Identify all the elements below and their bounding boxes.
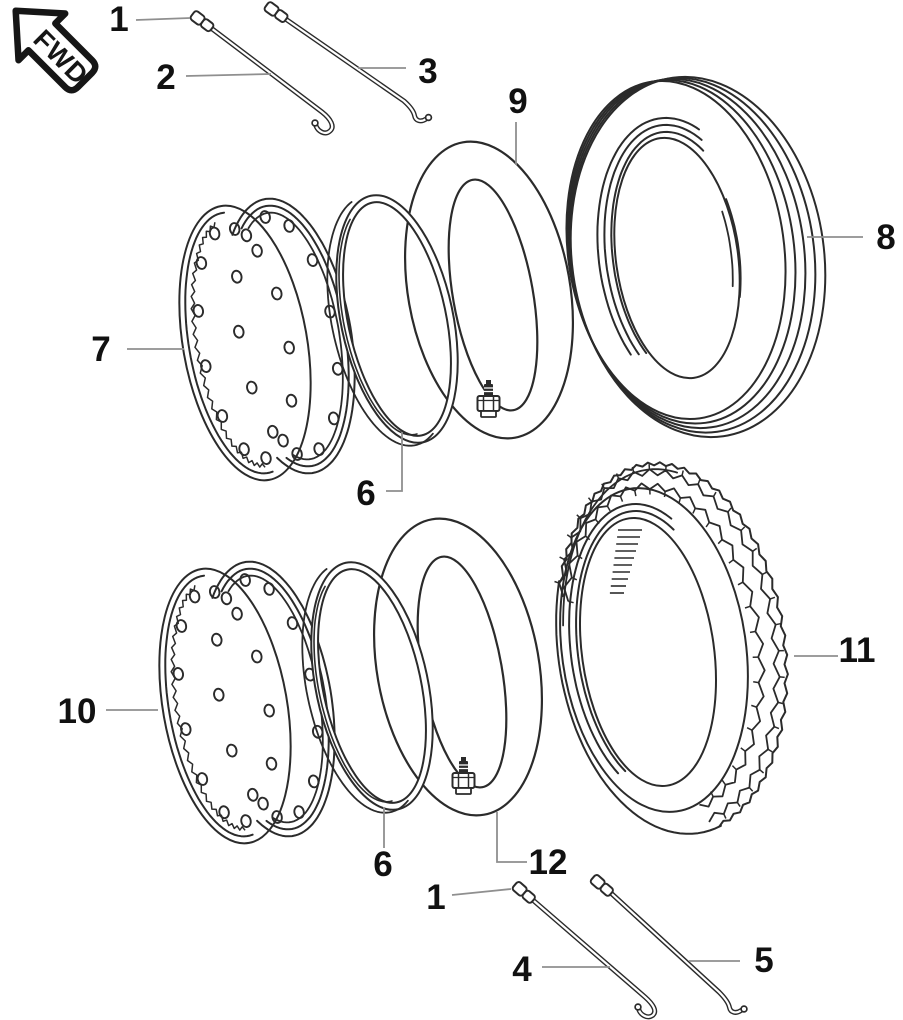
svg-text:1: 1: [426, 878, 445, 917]
part-label-11: 11: [794, 631, 876, 670]
part-label-8: 8: [807, 218, 896, 257]
leader-line: [185, 73, 272, 77]
svg-text:7: 7: [91, 330, 110, 369]
leader-line: [386, 432, 403, 492]
front-rim-band: [326, 194, 459, 447]
svg-text:5: 5: [754, 941, 773, 980]
svg-text:6: 6: [356, 474, 375, 513]
part-label-6-bottom: 6: [373, 807, 393, 884]
leader-line: [451, 888, 512, 896]
rear-rim-band: [301, 561, 434, 814]
part-label-12: 12: [496, 812, 568, 882]
part-label-1-top: 1: [109, 0, 191, 39]
front-inner-tube: [403, 140, 575, 440]
part-label-1-bottom: 1: [426, 878, 512, 917]
svg-text:4: 4: [512, 950, 532, 989]
leader-line: [496, 812, 527, 863]
part-label-6-top: 6: [356, 432, 403, 513]
part-label-3: 3: [358, 52, 438, 91]
rear-tire-knobby: [554, 461, 789, 835]
svg-text:3: 3: [418, 52, 437, 91]
svg-text:1: 1: [109, 0, 128, 39]
part-label-5: 5: [689, 941, 774, 980]
svg-text:10: 10: [58, 692, 97, 731]
rear-inner-tube: [372, 517, 544, 817]
spokes-and-nipples: [189, 1, 748, 1020]
svg-text:2: 2: [156, 58, 175, 97]
svg-text:8: 8: [876, 218, 895, 257]
svg-text:9: 9: [508, 82, 527, 121]
front-wheel-rim: [178, 197, 356, 482]
svg-text:12: 12: [529, 843, 568, 882]
part-label-4: 4: [512, 950, 610, 989]
fwd-direction-arrow: FWD: [12, 7, 99, 94]
part-label-9: 9: [508, 82, 528, 165]
part-label-7: 7: [91, 330, 184, 369]
svg-text:6: 6: [373, 845, 392, 884]
part-label-2: 2: [156, 58, 272, 97]
arrow-up-left-icon: [12, 7, 99, 94]
part-label-10: 10: [58, 692, 158, 731]
part-labels: 1 2 3 9 8 7 6 10: [58, 0, 896, 989]
leader-line: [135, 17, 191, 21]
rear-wheel-rim: [158, 560, 336, 845]
front-tire-ribbed: [565, 75, 827, 439]
svg-text:11: 11: [839, 631, 876, 670]
